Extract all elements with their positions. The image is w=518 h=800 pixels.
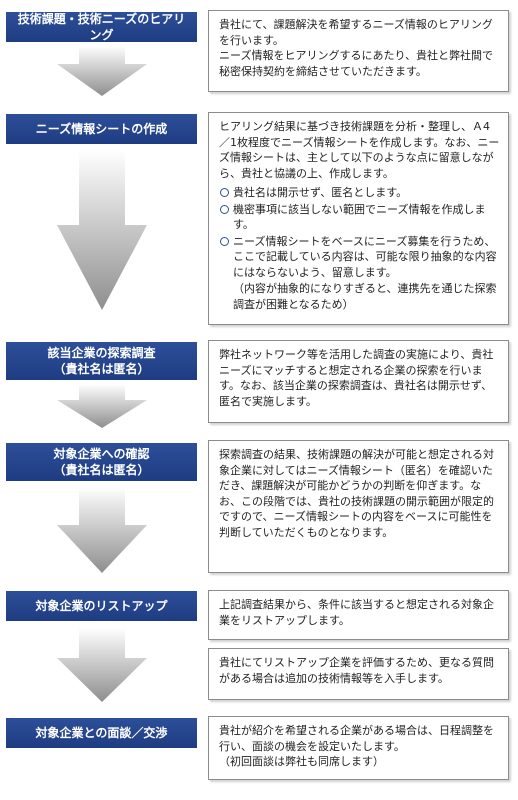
description-text-6: 貴社にてリストアップ企業を評価するため、更なる質問がある場合は追加の技術情報等を… (219, 656, 494, 685)
notes-list: 貴社名は開示せず、匿名とします。 機密事項に該当しない範囲でニーズ情報を作成しま… (219, 185, 500, 280)
down-arrow-icon (57, 628, 147, 702)
step-6-meeting: 対象企業との面談／交渉 (6, 718, 197, 748)
circle-bullet-icon (220, 188, 229, 197)
down-arrow-icon (57, 46, 147, 96)
step-1-hearing: 技術課題・技術ニーズのヒアリング (6, 12, 197, 42)
description-box-1: 貴社にて、課題解決を希望するニーズ情報のヒアリングを行います。 ニーズ情報をヒア… (208, 10, 509, 92)
down-arrow-icon (57, 384, 147, 428)
description-box-7: 貴社が紹介を希望される企業がある場合は、日程調整を行い、面談の機会を設定いたしま… (208, 716, 509, 780)
list-item: 貴社名は開示せず、匿名とします。 (219, 185, 500, 201)
description-text-7: 貴社が紹介を希望される企業がある場合は、日程調整を行い、面談の機会を設定いたしま… (219, 724, 494, 768)
down-arrow-icon (57, 487, 147, 573)
description-text-4: 探索調査の結果、技術課題の解決が可能と想定される対象企業に対してはニーズ情報シー… (219, 448, 494, 539)
down-arrow-icon (57, 150, 147, 310)
step-4-confirm: 対象企業への確認 （貴社名は匿名） (6, 443, 197, 481)
step-3-label: 該当企業の探索調査 （貴社名は匿名） (47, 346, 156, 376)
circle-bullet-icon (220, 204, 229, 214)
description-box-3: 弊社ネットワーク等を活用した調査の実施により、貴社ニーズにマッチすると想定される… (208, 340, 509, 423)
step-5-label: 対象企業のリストアップ (35, 599, 168, 613)
list-item: 機密事項に該当しない範囲でニーズ情報を作成します。 (219, 202, 500, 233)
description-text-1: 貴社にて、課題解決を希望するニーズ情報のヒアリングを行います。 ニーズ情報をヒア… (219, 18, 494, 78)
description-box-5: 上記調査結果から、条件に該当すると想定される対象企業をリストアップします。 (208, 590, 509, 640)
description-box-4: 探索調査の結果、技術課題の解決が可能と想定される対象企業に対してはニーズ情報シー… (208, 440, 509, 573)
description-box-6: 貴社にてリストアップ企業を評価するため、更なる質問がある場合は追加の技術情報等を… (208, 648, 509, 700)
step-4-label: 対象企業への確認 （貴社名は匿名） (53, 447, 150, 477)
step-5-listup: 対象企業のリストアップ (6, 591, 197, 621)
description-text-3: 弊社ネットワーク等を活用した調査の実施により、貴社ニーズにマッチすると想定される… (219, 348, 494, 408)
description-box-2: ヒアリング結果に基づき技術課題を分析・整理し、Ａ4／1枚程度でニーズ情報シートを… (208, 112, 509, 325)
step-2-label: ニーズ情報シートの作成 (35, 122, 168, 136)
step-3-search: 該当企業の探索調査 （貴社名は匿名） (6, 342, 197, 380)
step-2-needs-sheet: ニーズ情報シートの作成 (6, 114, 197, 144)
circle-bullet-icon (220, 236, 229, 246)
description-text-2: ヒアリング結果に基づき技術課題を分析・整理し、Ａ4／1枚程度でニーズ情報シートを… (219, 120, 500, 180)
step-6-label: 対象企業との面談／交渉 (35, 726, 168, 740)
step-1-label: 技術課題・技術ニーズのヒアリング (17, 12, 186, 42)
list-item: ニーズ情報シートをベースにニーズ募集を行うため、ここで記載している内容は、可能な… (219, 234, 500, 281)
description-text-5: 上記調査結果から、条件に該当すると想定される対象企業をリストアップします。 (219, 598, 494, 627)
note-text: （内容が抽象的になりすぎると、連携先を通じた探索調査が困難となるため） (233, 282, 497, 311)
